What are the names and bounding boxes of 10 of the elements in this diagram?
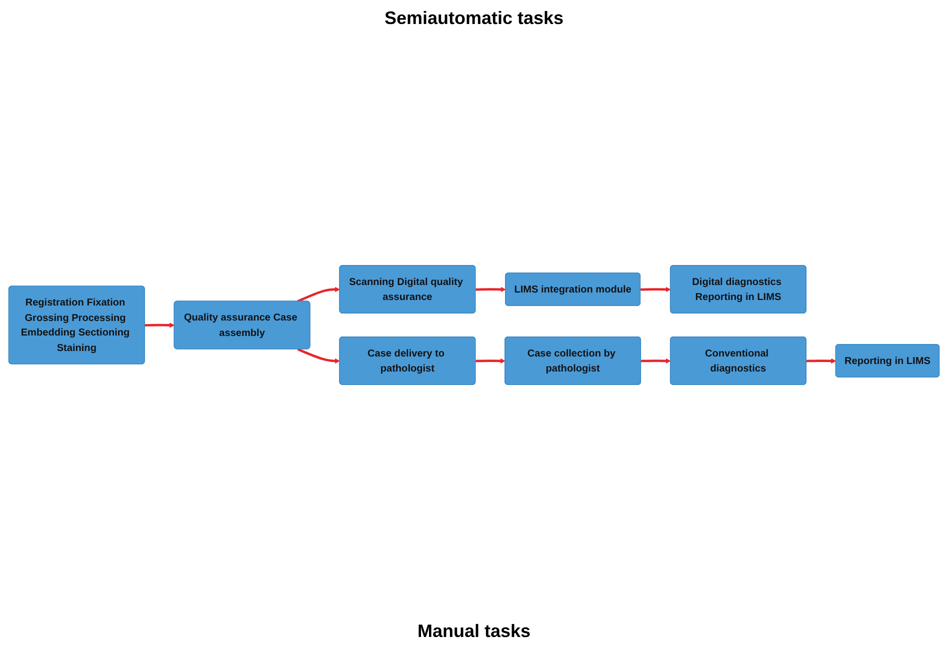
arrow xyxy=(476,286,506,292)
arrow xyxy=(476,358,506,364)
arrow xyxy=(297,286,340,302)
section-heading: Semiautomatic tasks xyxy=(384,8,564,29)
arrow xyxy=(144,322,175,328)
section-heading: Manual tasks xyxy=(417,621,531,642)
arrow xyxy=(806,358,836,364)
arrow xyxy=(297,348,340,364)
arrow xyxy=(640,286,671,292)
arrow xyxy=(641,358,671,364)
